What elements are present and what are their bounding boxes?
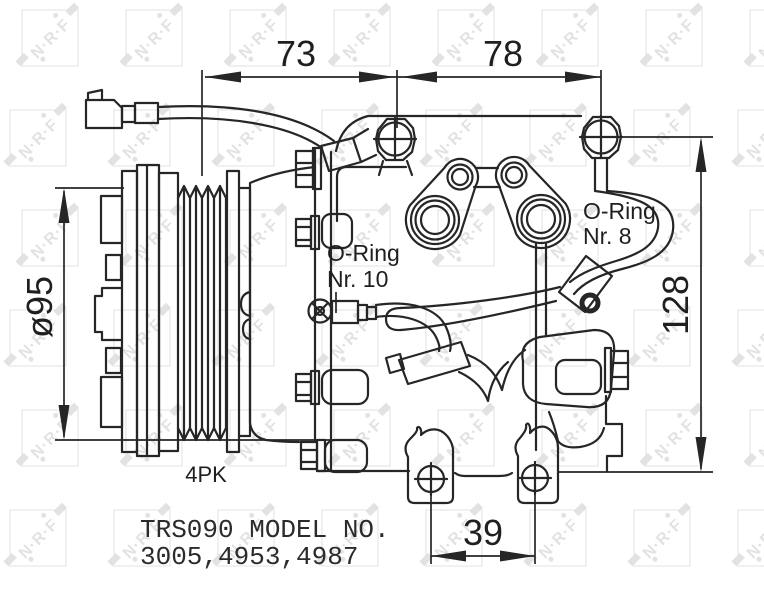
body-top-edge [334,114,583,153]
clamp-bolt [579,292,601,314]
mounting-ear-top-left [372,116,418,177]
wire-continuation [457,348,527,403]
arrow-39-left [431,550,466,562]
mounting-lug-bottom-left [404,425,455,505]
ear-outline [580,115,623,193]
bolt-hole-left-inner [450,167,470,187]
pulley-belt-grooves [176,184,228,442]
dim-39: 39 [463,512,503,553]
model-number-line2: 3005,4953,4987 [140,542,358,572]
ear-crosshair [372,116,418,162]
discharge-port-ring-1 [515,193,567,245]
belt-type-label: 4PK [185,462,227,487]
arrow-73-left [205,71,241,83]
fitting-washer [311,146,323,191]
fitting-hex-facets [294,161,315,177]
dimensions: 73 78 ø95 128 39 [19,33,713,564]
arrow-dia-top [58,188,70,223]
side-bolt-upper [294,212,354,251]
harness-wire [374,302,527,403]
plug-barrel [133,101,160,125]
bolt-washer [309,214,321,251]
hose-loop-inner [568,189,660,284]
model-number-line1: TRS090 MODEL NO. [140,515,390,545]
oring-rear-label-line1: O-Ring [583,198,656,224]
oring-front-label-line2: Nr. 10 [327,266,388,292]
bolt-boss [320,212,354,250]
wire-guide-hooks [239,290,252,341]
bolt-hole-right-outer [500,161,528,189]
suction-port-ring-1 [409,194,461,246]
bracket-plate [603,346,613,394]
arrow-78-right [565,71,601,83]
bolt-hole-left-outer [446,163,474,191]
dim-128: 128 [655,275,696,335]
suction-port-hole [419,204,451,236]
bolt-boss [320,368,370,406]
compressor-body [239,114,583,478]
ear-outline [374,117,417,177]
arrow-78-left [401,71,437,83]
terminal-pin-2 [365,305,378,321]
port-boss-right [494,155,572,250]
lug-crosshair [413,461,449,497]
boss-bridge [472,166,502,189]
screw-cross [310,301,330,321]
dim-pulley-diameter: ø95 [19,276,60,338]
arrow-128-bottom [695,437,707,472]
bolt-hole-right-inner [504,165,524,185]
lug-crosshair [517,460,553,496]
lug-outline [514,422,560,505]
mounting-lug-bottom-right [514,422,560,505]
arrow-dia-bottom [58,405,70,440]
hose-loop-outer [572,189,675,296]
bolt-facets [294,225,313,242]
arrow-73-right [359,71,395,83]
clutch-plate-rear [135,163,161,458]
suction-port-ring-2 [414,199,456,241]
dim-73: 73 [276,33,316,74]
coil-lead-fitting [294,127,378,191]
pulley-clutch-assembly [93,163,252,458]
ports-manifold [404,155,572,251]
inline-component [384,340,472,386]
sensor-window [554,358,603,396]
hose-clamp [557,254,614,314]
side-bolt-middle [294,368,370,406]
clutch-coil-wire [156,105,336,150]
body-bottom-edge [315,469,514,478]
dimension-arrows [58,71,707,562]
extension-lines [55,70,713,564]
mounting-ear-top-right [578,114,624,193]
oring-rear-label-line2: Nr. 8 [583,223,632,249]
pulley-front-flange [157,171,180,453]
oring-front-label-line1: O-Ring [327,240,400,266]
lug-outline [404,425,455,505]
bolt-washer [309,369,321,406]
hose-open-end [384,306,403,332]
bracket-outline [547,394,624,473]
labels: O-Ring Nr. 10 O-Ring Nr. 8 4PK TRS090 MO… [140,198,656,572]
wire-terminal [330,299,378,325]
bolt-facets [299,448,319,464]
bracket-bolt-facets [609,361,630,379]
arrow-39-right [500,550,535,562]
bolt-facets [294,380,313,397]
arrow-128-top [695,137,707,172]
pulley-rear-flange [225,169,252,454]
screw-inner [314,305,326,317]
discharge-port-ring-2 [520,198,562,240]
port-boss-left [404,157,480,251]
connector-plug [84,88,160,130]
dim-78: 78 [483,33,523,74]
discharge-port-hole [525,203,557,235]
fitting-cylinder [319,127,378,173]
ear-crosshair [578,114,624,160]
